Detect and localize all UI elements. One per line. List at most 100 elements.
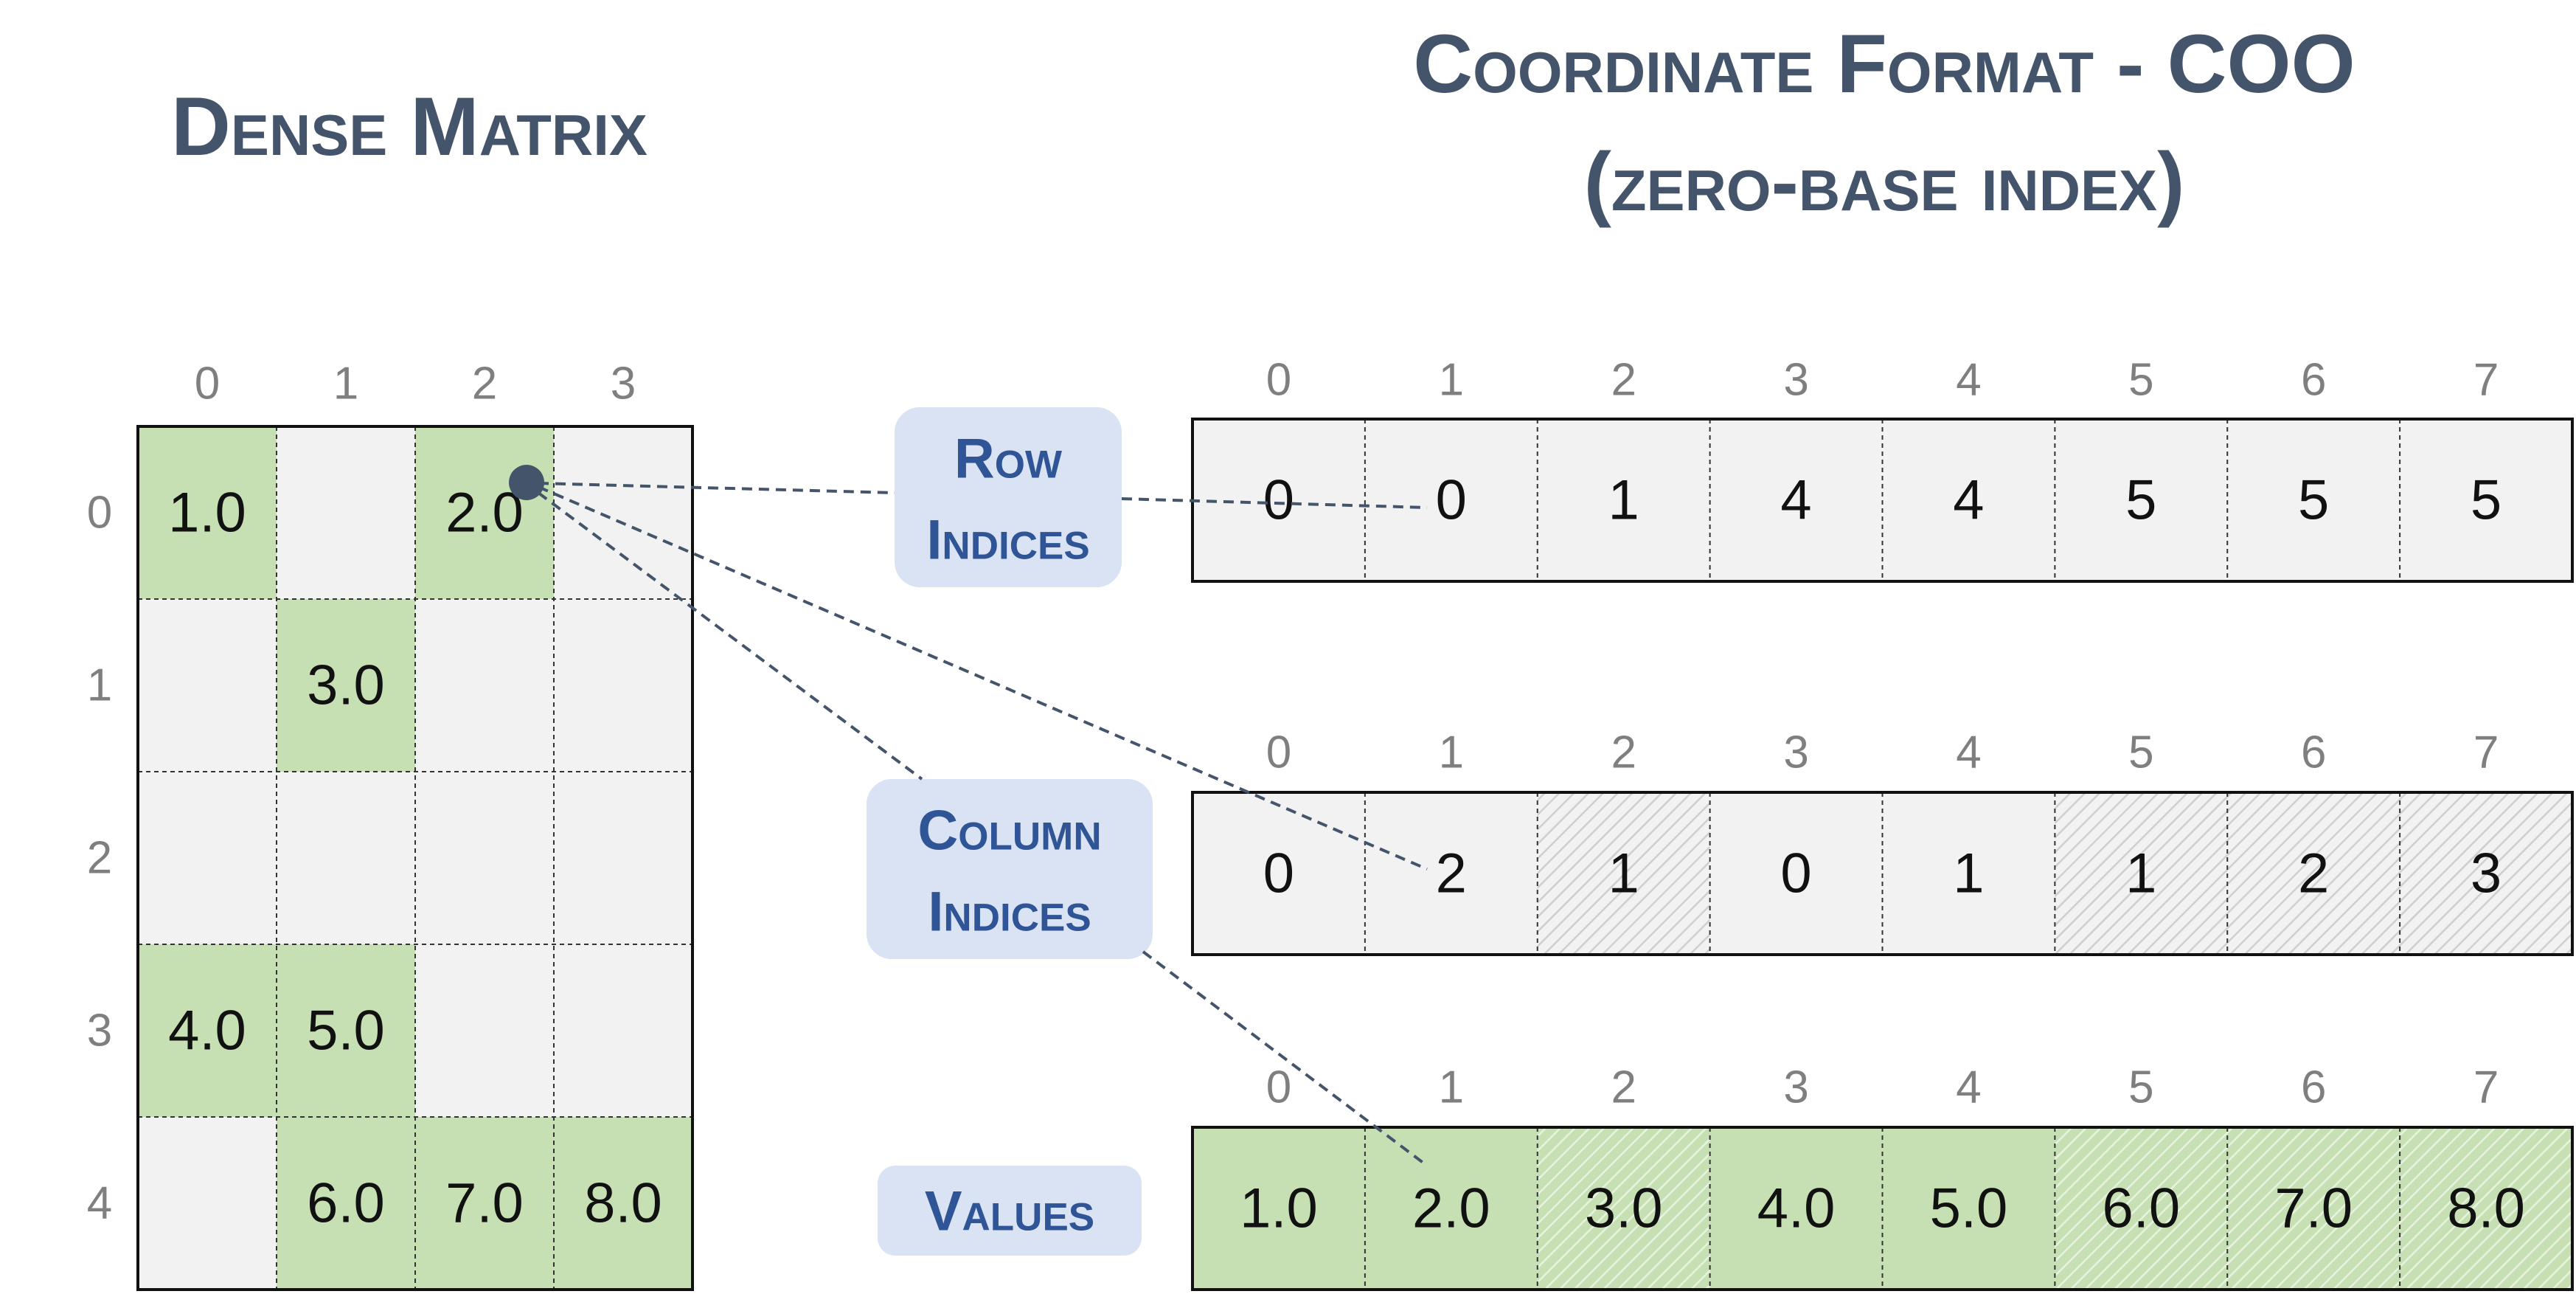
- values-cell: [1709, 1127, 1883, 1290]
- dense-cell: [554, 599, 692, 772]
- dense-cell-value: 5.0: [307, 1000, 385, 1062]
- row-indices-cell: [1709, 419, 1883, 581]
- column-indices-cell-value: 1: [2125, 843, 2156, 905]
- row-indices-cell-value: 0: [1436, 469, 1467, 532]
- row-indices-cell-value: 4: [1780, 469, 1811, 532]
- dense-cell: [277, 772, 415, 944]
- values-cell-value: 4.0: [1757, 1177, 1836, 1240]
- row-indices-cell: [1192, 419, 1365, 581]
- dense-row-header: 4: [87, 1178, 112, 1229]
- dense-cell: [138, 944, 277, 1117]
- connector-row-badge-to-row-index: [1121, 497, 1428, 509]
- column-indices-label-line1: Column: [917, 800, 1101, 862]
- dense-cell: [554, 426, 692, 599]
- column-indices-badge: Column Indices: [867, 779, 1153, 959]
- values-cell-value: 8.0: [2447, 1177, 2525, 1240]
- connector-to-column-index: [538, 485, 1428, 871]
- values-cell-value: 1.0: [1240, 1177, 1318, 1240]
- column-indices-cell-value: 2: [1436, 843, 1467, 905]
- values-cell-value: 6.0: [2102, 1177, 2180, 1240]
- row-indices-position-index: 2: [1611, 355, 1636, 406]
- dense-cell: [554, 772, 692, 944]
- values-position-index: 7: [2473, 1062, 2499, 1113]
- dense-cell: [554, 1117, 692, 1290]
- dense-cell: [138, 426, 277, 599]
- column-indices-position-index: 3: [1783, 727, 1808, 778]
- column-indices-cell-value: 0: [1780, 843, 1811, 905]
- values-cell: [2227, 1127, 2400, 1290]
- column-indices-cell: [1882, 792, 2055, 955]
- values-position-index: 0: [1266, 1062, 1291, 1113]
- row-indices-badge: Row Indices: [895, 407, 1122, 587]
- row-indices-cell: [2400, 419, 2572, 581]
- connector-to-column-badge: [537, 491, 923, 781]
- dense-matrix-title: Dense Matrix: [171, 80, 648, 173]
- dense-cell: [138, 599, 277, 772]
- dense-cell: [277, 426, 415, 599]
- dense-cell-value: 6.0: [307, 1172, 385, 1235]
- column-indices-position-index: 1: [1439, 727, 1464, 778]
- dense-cell-value: 1.0: [168, 482, 246, 544]
- row-indices-cell-value: 0: [1263, 469, 1294, 532]
- dense-matrix-border: [136, 425, 694, 1291]
- row-indices-cell: [1364, 419, 1538, 581]
- values-cell: [2055, 1127, 2228, 1290]
- dense-cell-value: 4.0: [168, 1000, 246, 1062]
- connectors: [509, 465, 1428, 1167]
- row-indices-cell-value: 1: [1608, 469, 1639, 532]
- row-indices-position-index: 7: [2473, 355, 2499, 406]
- dense-cell-value: 3.0: [307, 654, 385, 717]
- row-indices-cell-value: 5: [2298, 469, 2329, 532]
- row-indices-position-index: 6: [2301, 355, 2326, 406]
- values-position-index: 1: [1439, 1062, 1464, 1113]
- values-cell-value: 5.0: [1930, 1177, 2008, 1240]
- values-cell: [1364, 1127, 1538, 1290]
- column-indices-label-line2: Indices: [928, 881, 1091, 944]
- column-indices-cell-value: 1: [1953, 843, 1984, 905]
- dense-cell: [415, 944, 554, 1117]
- values-cell: [1537, 1127, 1710, 1290]
- values-position-index: 3: [1783, 1062, 1808, 1113]
- dense-col-header: 2: [472, 359, 497, 409]
- row-indices-cell: [1882, 419, 2055, 581]
- values-cell: [1882, 1127, 2055, 1290]
- values-cell-value: 2.0: [1412, 1177, 1490, 1240]
- connector-to-row-badge: [538, 482, 895, 494]
- column-indices-position-index: 7: [2473, 727, 2499, 778]
- values-cell-value: 3.0: [1585, 1177, 1663, 1240]
- dense-row-header: 3: [87, 1006, 112, 1056]
- column-indices-cell-value: 0: [1263, 843, 1294, 905]
- dense-cell: [415, 599, 554, 772]
- row-indices-position-index: 0: [1266, 355, 1291, 406]
- row-indices-cell: [2227, 419, 2400, 581]
- dense-col-header: 1: [333, 359, 358, 409]
- row-indices-position-index: 5: [2128, 355, 2153, 406]
- dense-cell: [277, 599, 415, 772]
- values-badge: Values: [878, 1166, 1142, 1256]
- dense-cell: [415, 1117, 554, 1290]
- values-position-index: 2: [1611, 1062, 1636, 1113]
- row-indices-label-line2: Indices: [926, 509, 1089, 572]
- column-indices-cell: [1192, 792, 1365, 955]
- dense-cell: [415, 426, 554, 599]
- dense-cell: [138, 1117, 277, 1290]
- values-position-index: 6: [2301, 1062, 2326, 1113]
- column-indices-cell-value: 1: [1608, 843, 1639, 905]
- column-indices-cell: [1364, 792, 1538, 955]
- dense-row-header: 0: [87, 488, 112, 539]
- dense-cell: [277, 1117, 415, 1290]
- row-indices-position-index: 3: [1783, 355, 1808, 406]
- selected-element-marker: [509, 465, 544, 500]
- column-indices-position-index: 6: [2301, 727, 2326, 778]
- dense-row-header: 1: [87, 660, 112, 711]
- row-indices-cell: [1537, 419, 1710, 581]
- column-indices-cell: [2227, 792, 2400, 955]
- values-cell-value: 7.0: [2274, 1177, 2353, 1240]
- column-indices-cell: [1709, 792, 1883, 955]
- column-indices-position-index: 4: [1956, 727, 1981, 778]
- dense-cell-value: 2.0: [445, 482, 524, 544]
- values-cell: [1192, 1127, 1365, 1290]
